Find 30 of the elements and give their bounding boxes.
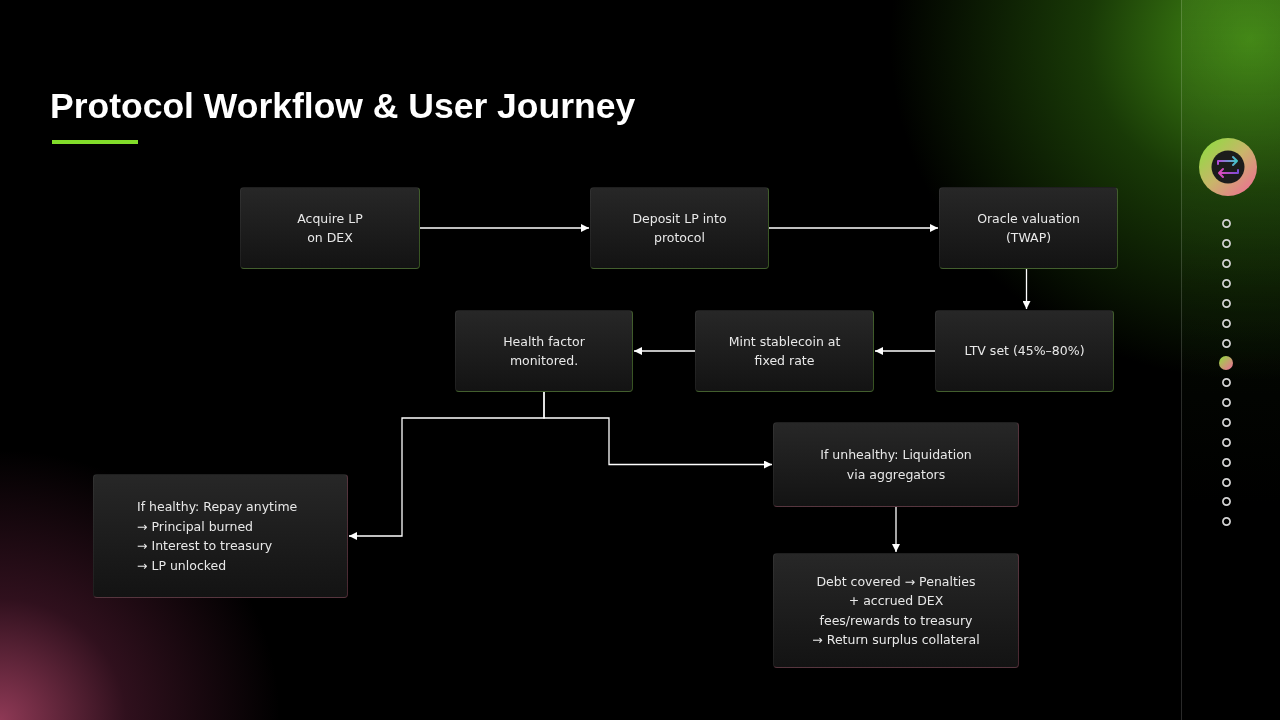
node-text: Acquire LP on DEX (296, 209, 364, 247)
node-text: If unhealthy: Liquidation via aggregators (819, 446, 973, 484)
node-text: → Return surplus collateral (812, 631, 980, 649)
process-box (695, 310, 874, 392)
node-text: → Interest to treasury (137, 537, 273, 555)
node-text: → LP unlocked (137, 556, 227, 575)
process-box (939, 187, 1118, 269)
process-box (240, 187, 420, 269)
arrow (892, 506, 900, 553)
process-box (773, 422, 1019, 507)
node-text: Deposit LP into protocol (631, 209, 728, 247)
node-text: Health factor monitored. (502, 332, 586, 370)
node-text: Debt covered → Penalties + accrued DEX fees/rewards to treasury (815, 572, 977, 630)
arrow (1022, 268, 1031, 310)
arrow (633, 347, 696, 355)
process-box (590, 187, 769, 269)
process-box (93, 474, 348, 598)
process-box (455, 310, 633, 392)
node-text: LTV set (45%–80%) (964, 342, 1085, 361)
arrow (419, 224, 590, 232)
arrow (543, 391, 773, 469)
process-box (935, 310, 1114, 392)
arrow (874, 347, 936, 355)
node-text: Oracle valuation (TWAP) (976, 209, 1081, 247)
slide-title: Protocol Workflow & User Journey (50, 85, 636, 128)
node-text: Mint stablecoin at fixed rate (727, 332, 842, 370)
node-text: → Principal burned (137, 517, 253, 536)
node-text: If healthy: Repay anytime (137, 498, 298, 516)
arrow (768, 224, 939, 232)
process-box (773, 553, 1019, 668)
